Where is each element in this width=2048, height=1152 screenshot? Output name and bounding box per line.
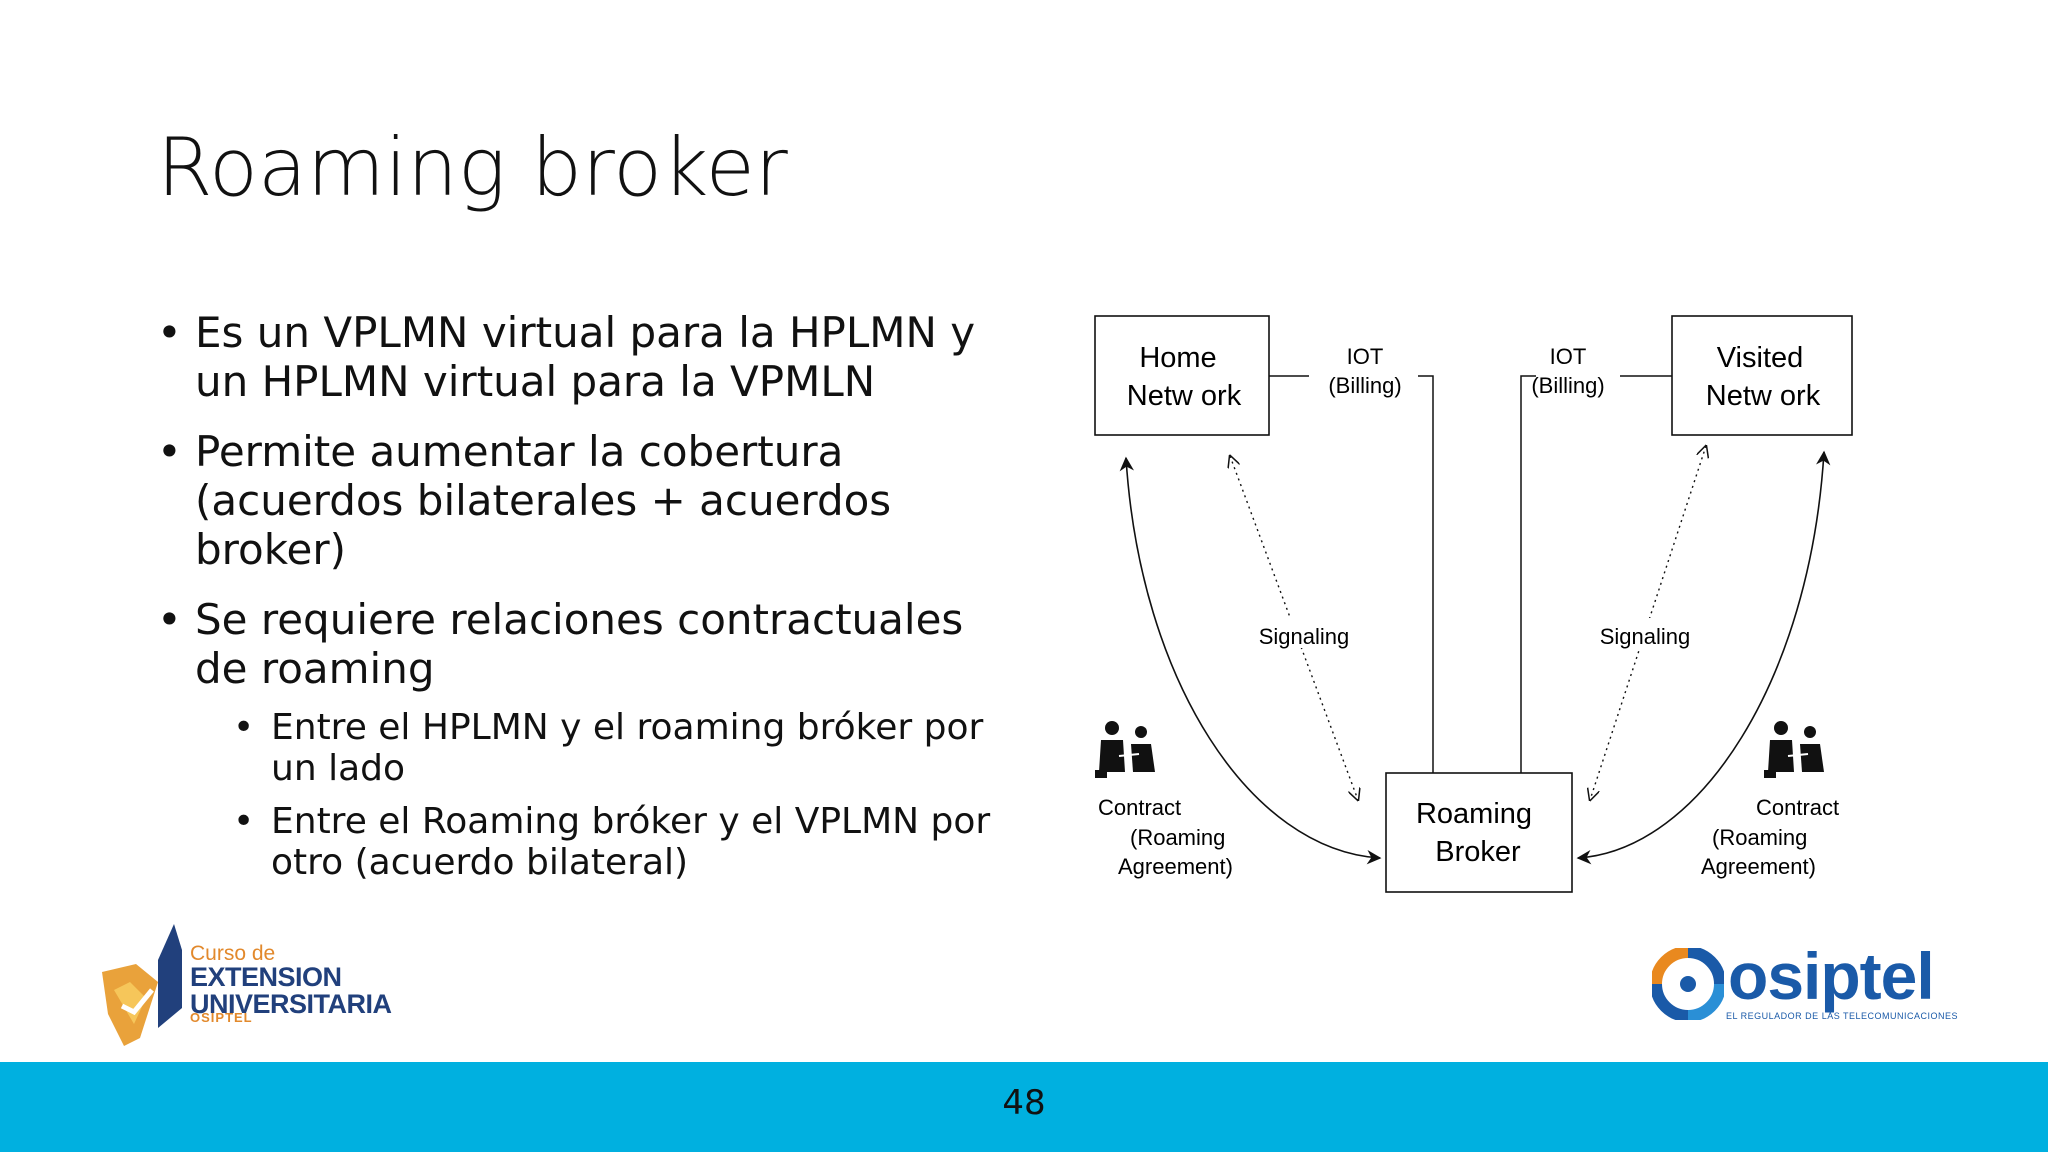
osiptel-logo-word: osiptel <box>1728 939 1935 1013</box>
page-number: 48 <box>1002 1083 1046 1123</box>
footer-bar <box>0 1062 2048 1152</box>
roaming-broker-label: Broker <box>1435 836 1521 868</box>
bullet-text: un lado <box>271 748 406 789</box>
handshake-icon <box>1095 721 1155 778</box>
bullet-item: • Se requiere relaciones contractuales d… <box>157 595 997 693</box>
logo-text: UNIVERSITARIA <box>190 989 392 1019</box>
bullet-text: un HPLMN virtual para la VPMLN <box>195 357 876 406</box>
bullet-text: Permite aumentar la cobertura <box>195 427 844 476</box>
iot-label-left: IOT <box>1347 344 1384 369</box>
contract-label-right: Contract <box>1756 795 1839 820</box>
osiptel-logo-icon <box>1652 948 1724 1020</box>
bullet-list: • Es un VPLMN virtual para la HPLMN y un… <box>157 308 997 895</box>
visited-network-label: Netw ork <box>1706 380 1821 412</box>
iot-line-right <box>1520 375 1536 773</box>
bullet-item: • Es un VPLMN virtual para la HPLMN y un… <box>157 308 997 406</box>
visited-network-box <box>1671 315 1853 436</box>
bullet-dot: • <box>157 595 182 644</box>
contract-label-right: Agreement) <box>1701 854 1816 879</box>
bullet-dot: • <box>233 707 255 748</box>
contract-label-left: (Roaming <box>1130 825 1225 850</box>
home-network-label: Netw ork <box>1127 380 1242 412</box>
iot-label-right: IOT <box>1550 344 1587 369</box>
bullet-dot: • <box>233 801 255 842</box>
slide-title: Roaming broker <box>157 121 788 214</box>
bullet-text: Es un VPLMN virtual para la HPLMN y <box>195 308 976 357</box>
contract-label-left: Contract <box>1098 795 1181 820</box>
bullet-text: (acuerdos bilaterales + acuerdos <box>195 476 892 525</box>
bullet-dot: • <box>157 308 182 357</box>
logo-text: EXTENSION <box>190 962 342 992</box>
iot-line-left <box>1418 375 1434 773</box>
bullet-text: Entre el HPLMN y el roaming bróker por <box>271 707 984 748</box>
home-network-label: Home <box>1139 342 1216 374</box>
roaming-broker-box <box>1385 772 1573 893</box>
bullet-text: Entre el Roaming bróker y el VPLMN por <box>271 801 991 842</box>
visited-network-label: Visited <box>1717 342 1804 374</box>
contract-arrow-left <box>1119 456 1382 865</box>
bullet-text: Se requiere relaciones contractuales <box>195 595 964 644</box>
iot-label-left: (Billing) <box>1328 373 1401 398</box>
signaling-label-right: Signaling <box>1600 624 1691 649</box>
sub-bullet-item: • Entre el HPLMN y el roaming bróker por… <box>157 707 997 789</box>
home-network-box <box>1094 315 1270 436</box>
logo-text: Curso de <box>190 942 276 965</box>
bullet-item: • Permite aumentar la cobertura (acuerdo… <box>157 427 997 574</box>
handshake-icon <box>1764 721 1824 778</box>
roaming-diagram: Home Netw ork Visited Netw ork Roaming B… <box>1094 315 1853 893</box>
logo-text: OSIPTEL <box>190 1010 253 1025</box>
bullet-text: de roaming <box>195 644 435 693</box>
bullet-dot: • <box>157 427 182 476</box>
contract-label-left: Agreement) <box>1118 854 1233 879</box>
contract-label-right: (Roaming <box>1712 825 1807 850</box>
bullet-text: otro (acuerdo bilateral) <box>271 842 689 883</box>
iot-label-right: (Billing) <box>1531 373 1604 398</box>
contract-arrow-right <box>1576 450 1831 865</box>
osiptel-logo-tagline: EL REGULADOR DE LAS TELECOMUNICACIONES <box>1726 1011 1959 1021</box>
roaming-broker-label: Roaming <box>1416 798 1532 830</box>
bullet-text: broker) <box>195 525 347 574</box>
signaling-label-left: Signaling <box>1259 624 1350 649</box>
extension-universitaria-logo <box>102 924 182 1046</box>
sub-bullet-item: • Entre el Roaming bróker y el VPLMN por… <box>157 801 997 883</box>
